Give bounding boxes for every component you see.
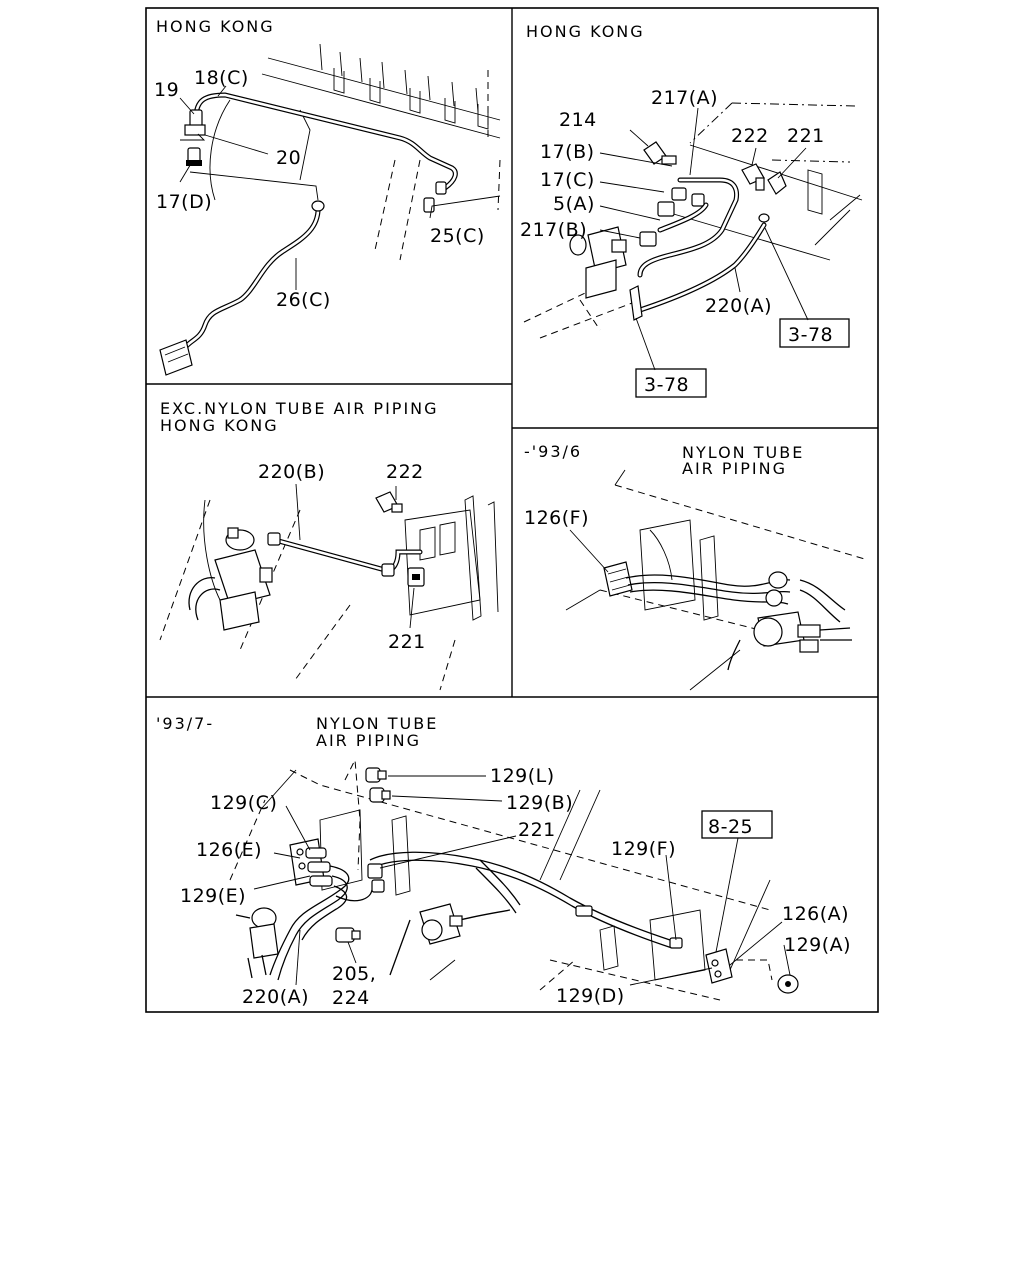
label-222-p3: 222 — [386, 461, 424, 483]
label-129b: 129(B) — [506, 792, 573, 814]
label-224: 224 — [332, 987, 370, 1009]
label-205: 205, — [332, 963, 376, 985]
panel-2-header: HONG KONG — [526, 22, 645, 41]
label-17b: 17(B) — [540, 141, 595, 163]
bolt-222-p3 — [375, 491, 403, 513]
nylon-tubes-p4 — [625, 574, 846, 623]
panel-nylon-93-6: -'93/6 NYLON TUBE AIR PIPING — [524, 442, 869, 691]
panel-4-header-line2: AIR PIPING — [682, 459, 787, 478]
leaders-p3 — [295, 483, 415, 629]
valve-assembly-p3 — [188, 527, 273, 631]
label-217a: 217(A) — [651, 87, 718, 109]
leaders-p5 — [253, 775, 791, 986]
ref-3-78-a[interactable]: 3-78 — [788, 324, 833, 346]
panel-4-date: -'93/6 — [524, 442, 582, 461]
panel-5-header-line2: AIR PIPING — [316, 731, 421, 750]
ref-box-8-25[interactable] — [701, 810, 773, 839]
leaders-p1 — [179, 85, 501, 290]
label-26c: 26(C) — [276, 289, 331, 311]
panel-hong-kong-2: HONG KONG — [520, 22, 863, 398]
label-221-p5: 221 — [518, 819, 556, 841]
fitting-25c — [423, 181, 447, 213]
bolt-129b — [369, 787, 391, 803]
label-214: 214 — [559, 109, 597, 131]
label-129f: 129(F) — [611, 838, 676, 860]
panel-4-header-line1: NYLON TUBE — [682, 443, 804, 462]
label-19: 19 — [154, 79, 179, 101]
label-129c: 129(C) — [210, 792, 277, 814]
label-5a: 5(A) — [553, 193, 595, 215]
label-126f: 126(F) — [524, 507, 589, 529]
pipe-220b — [267, 532, 425, 587]
panel-exc-nylon: EXC.NYLON TUBE AIR PIPING HONG KONG — [159, 399, 499, 691]
label-126a: 126(A) — [782, 903, 849, 925]
fitting-19 — [180, 109, 206, 166]
panel-hong-kong-1: HONG KONG — [154, 17, 501, 376]
panel-1-header: HONG KONG — [156, 17, 275, 36]
label-222: 222 — [731, 125, 769, 147]
bolt-214 — [643, 141, 677, 165]
bracket-126e — [289, 838, 333, 887]
ref-8-25[interactable]: 8-25 — [708, 816, 753, 838]
label-129l: 129(L) — [490, 765, 555, 787]
label-129d: 129(D) — [556, 985, 625, 1007]
label-221-p3: 221 — [388, 631, 426, 653]
bolt-205 — [335, 927, 361, 943]
bolt-222 — [741, 163, 787, 195]
label-17c: 17(C) — [540, 169, 595, 191]
panel-3-header-line1: EXC.NYLON TUBE AIR PIPING — [160, 399, 439, 418]
panel-frame — [145, 7, 879, 1013]
ref-box-3-78-a[interactable] — [779, 318, 850, 348]
fitting-221-p5 — [367, 863, 385, 893]
label-20: 20 — [276, 147, 301, 169]
leaders-p2 — [599, 107, 809, 371]
frame-structure-p2 — [523, 102, 863, 339]
panel-3-header-line2: HONG KONG — [160, 416, 279, 435]
label-17d: 17(D) — [156, 191, 212, 213]
valve-body-p2 — [569, 187, 705, 299]
label-129e: 129(E) — [180, 885, 246, 907]
label-217b: 217(B) — [520, 219, 587, 241]
panel-5-date: '93/7- — [156, 714, 214, 733]
panel-nylon-93-7: '93/7- NYLON TUBE AIR PIPING — [156, 714, 851, 1009]
fittings-right-p5 — [575, 905, 799, 994]
pipe-220a — [629, 213, 770, 321]
valve-assembly-p4 — [727, 571, 852, 671]
label-220a-p5: 220(A) — [242, 986, 309, 1008]
hose-26c — [159, 200, 325, 376]
ref-box-3-78-b[interactable] — [635, 368, 707, 398]
nylon-tubes-p5 — [269, 851, 673, 981]
panel-5-header-line1: NYLON TUBE — [316, 714, 438, 733]
center-valve-p5 — [389, 903, 511, 976]
frame-structure-p3 — [159, 495, 499, 691]
valve-assembly-p5 — [235, 907, 279, 979]
bolt-129l — [365, 767, 387, 783]
label-220b: 220(B) — [258, 461, 325, 483]
label-25c: 25(C) — [430, 225, 485, 247]
ref-3-78-b[interactable]: 3-78 — [644, 374, 689, 396]
label-129a: 129(A) — [784, 934, 851, 956]
label-220a: 220(A) — [705, 295, 772, 317]
leaders-p4 — [569, 529, 609, 573]
bracket-126f — [603, 561, 633, 597]
pipe-217 — [637, 177, 740, 278]
label-126e: 126(E) — [196, 839, 262, 861]
label-18c: 18(C) — [194, 67, 249, 89]
pipe-18c — [193, 92, 458, 191]
label-221: 221 — [787, 125, 825, 147]
